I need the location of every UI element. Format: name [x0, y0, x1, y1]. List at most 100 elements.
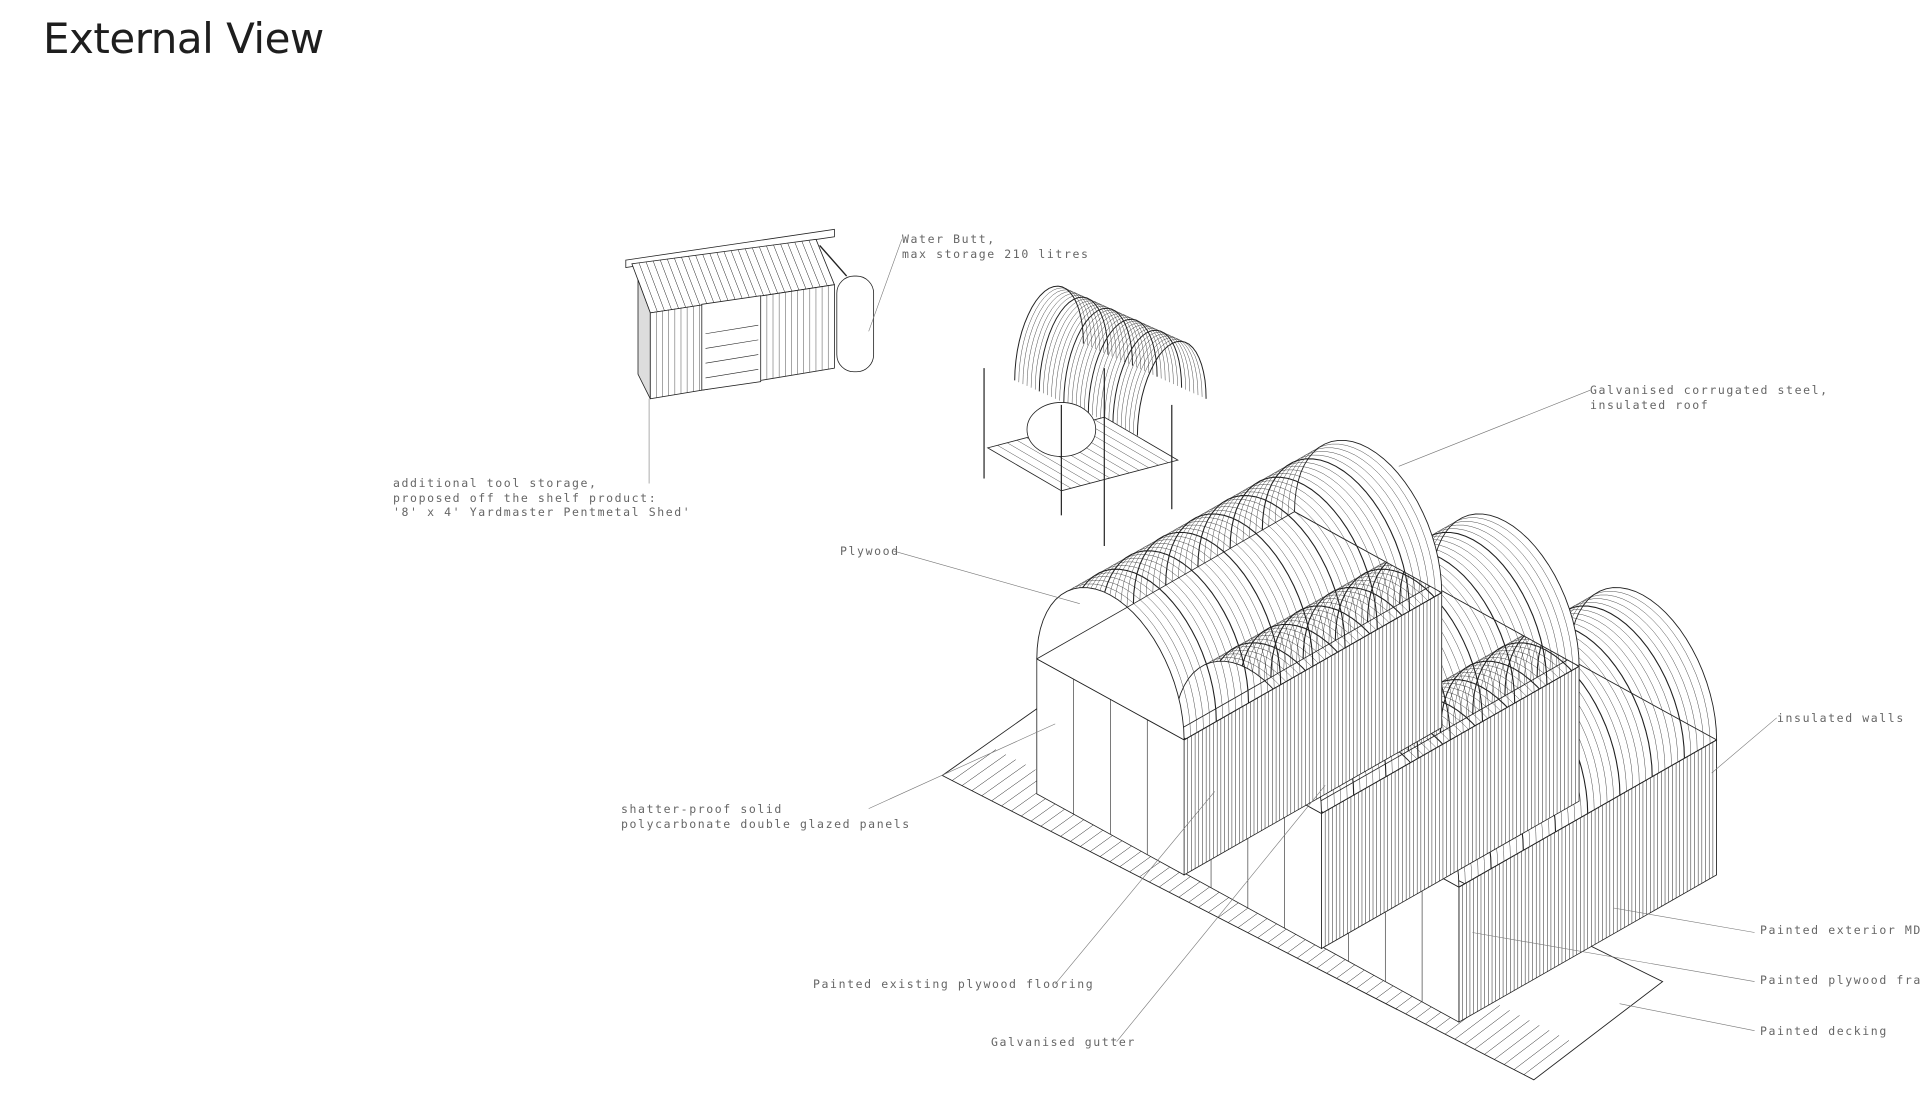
- shed-roof-rib: [737, 249, 757, 297]
- decking-board: [1523, 1040, 1570, 1075]
- decking-board: [1494, 1025, 1540, 1060]
- roof-corrugation: [1217, 484, 1365, 637]
- canopy-roof-rib: [1133, 339, 1203, 434]
- decking-board: [1504, 1030, 1550, 1065]
- canopy-slat: [1016, 440, 1091, 484]
- roof-corrugation: [1380, 543, 1528, 696]
- decking-board: [1513, 1035, 1560, 1070]
- galvanised-gutter: [1458, 739, 1717, 888]
- canopy-roof-rib: [1116, 331, 1186, 427]
- shed-roof-rib: [723, 251, 743, 299]
- label-shed: additional tool storage,proposed off the…: [393, 476, 691, 520]
- roof-corrugation: [1210, 488, 1359, 641]
- shed-roof-rib: [709, 253, 729, 302]
- canopy-roof-rib: [1125, 335, 1195, 431]
- roof-corrugation: [1453, 653, 1601, 807]
- roof-corrugation: [1466, 646, 1614, 799]
- roof-arch-end: [1431, 513, 1580, 668]
- canopy-roof-rib: [1104, 326, 1174, 421]
- roof-corrugation: [1328, 572, 1477, 726]
- label-line: insulated roof: [1590, 397, 1710, 412]
- canopy-slat: [997, 445, 1072, 489]
- shed-roof-rib: [752, 247, 771, 295]
- roof-corrugation: [1159, 517, 1307, 670]
- roof-corrugation: [1184, 502, 1333, 656]
- roof-corrugation: [1088, 558, 1236, 711]
- roof-corrugation: [1511, 620, 1659, 774]
- canopy-roof-rib: [1108, 328, 1178, 423]
- roof-corrugation: [1315, 580, 1464, 733]
- roof-corrugation: [1126, 535, 1275, 689]
- plywood-leader: [893, 550, 1080, 604]
- page-title: External View: [43, 14, 324, 63]
- roof-corrugation: [1275, 451, 1423, 604]
- roof-corrugation: [1255, 462, 1404, 615]
- canopy-roof-rib: [1035, 295, 1105, 390]
- walls-leader: [1711, 717, 1777, 774]
- decking-leader: [1619, 1003, 1755, 1031]
- label-line: max storage 210 litres: [902, 246, 1090, 261]
- roof-eave: [1036, 511, 1295, 660]
- decking-board: [1464, 1010, 1510, 1045]
- roof-corrugation: [1165, 513, 1314, 667]
- roof-eave: [1311, 658, 1570, 807]
- roof-corrugation: [1171, 510, 1320, 663]
- decking-board: [991, 769, 1036, 802]
- shed-roof-rib: [652, 260, 672, 310]
- shed-roof-rib: [766, 245, 786, 293]
- roof-arch-end: [1294, 439, 1443, 594]
- roof-corrugation: [1139, 528, 1288, 682]
- galvanised-gutter: [1183, 592, 1442, 741]
- decking-board: [971, 759, 1016, 791]
- roof-corrugation: [1517, 616, 1666, 770]
- shed-roof-rib: [688, 256, 708, 305]
- shed-roof-rib: [659, 259, 679, 309]
- downpipe: [819, 244, 848, 277]
- label-walls: insulated walls: [1777, 711, 1905, 725]
- label-line: shatter-proof solid: [621, 802, 783, 816]
- shed-roof-rib: [638, 262, 658, 312]
- shed-shelf: [705, 369, 759, 379]
- canopy-roof-rib: [1026, 291, 1096, 386]
- canopy-roof-rib: [1055, 304, 1125, 399]
- label-line: proposed off the shelf product:: [393, 490, 658, 505]
- shed-roof-rib: [808, 240, 828, 286]
- roof-corrugation: [1334, 568, 1484, 722]
- roof-corrugation: [1366, 550, 1516, 704]
- canopy-roof-rib: [1120, 333, 1190, 429]
- roof-corrugation: [1120, 539, 1268, 693]
- canopy-roof-rib: [1018, 287, 1088, 383]
- canopy-roof-rib: [1014, 285, 1084, 381]
- shed-roof-rib: [645, 261, 665, 311]
- roof-corrugation: [1261, 458, 1411, 612]
- shed-roof-rib: [702, 254, 722, 303]
- roof-corrugation: [1100, 550, 1250, 704]
- roof-corrugation: [1249, 466, 1397, 619]
- canopy-roof-rib: [1096, 322, 1166, 418]
- roof-corrugation: [1268, 454, 1417, 608]
- shed-roof-rib: [744, 248, 764, 296]
- roof-corrugation: [1373, 547, 1522, 700]
- roof-corrugation: [1287, 443, 1436, 597]
- canopy-slat: [1094, 419, 1169, 463]
- water-butt-leader: [868, 239, 903, 332]
- canopy-roof-rib: [1075, 313, 1145, 409]
- roof-corrugation: [1236, 473, 1384, 626]
- shed-door: [701, 295, 762, 391]
- roof-leader: [1398, 389, 1591, 467]
- water-butt: [836, 275, 875, 373]
- canopy-roof-rib: [1071, 311, 1141, 407]
- label-flooring: Painted existing plywood flooring: [813, 977, 1095, 991]
- roof-corrugation: [1178, 506, 1326, 659]
- decking-board: [981, 764, 1026, 796]
- roof-corrugation: [1107, 547, 1256, 700]
- decking-board: [961, 754, 1007, 786]
- roof-corrugation: [1113, 543, 1262, 696]
- canopy-slat: [1007, 442, 1081, 486]
- roof-corrugation: [1472, 642, 1621, 796]
- canopy-roof-rib: [1047, 300, 1117, 396]
- canopy-slat: [1084, 422, 1159, 466]
- roof-corrugation: [1191, 499, 1339, 652]
- shed-roof-rib: [716, 252, 736, 300]
